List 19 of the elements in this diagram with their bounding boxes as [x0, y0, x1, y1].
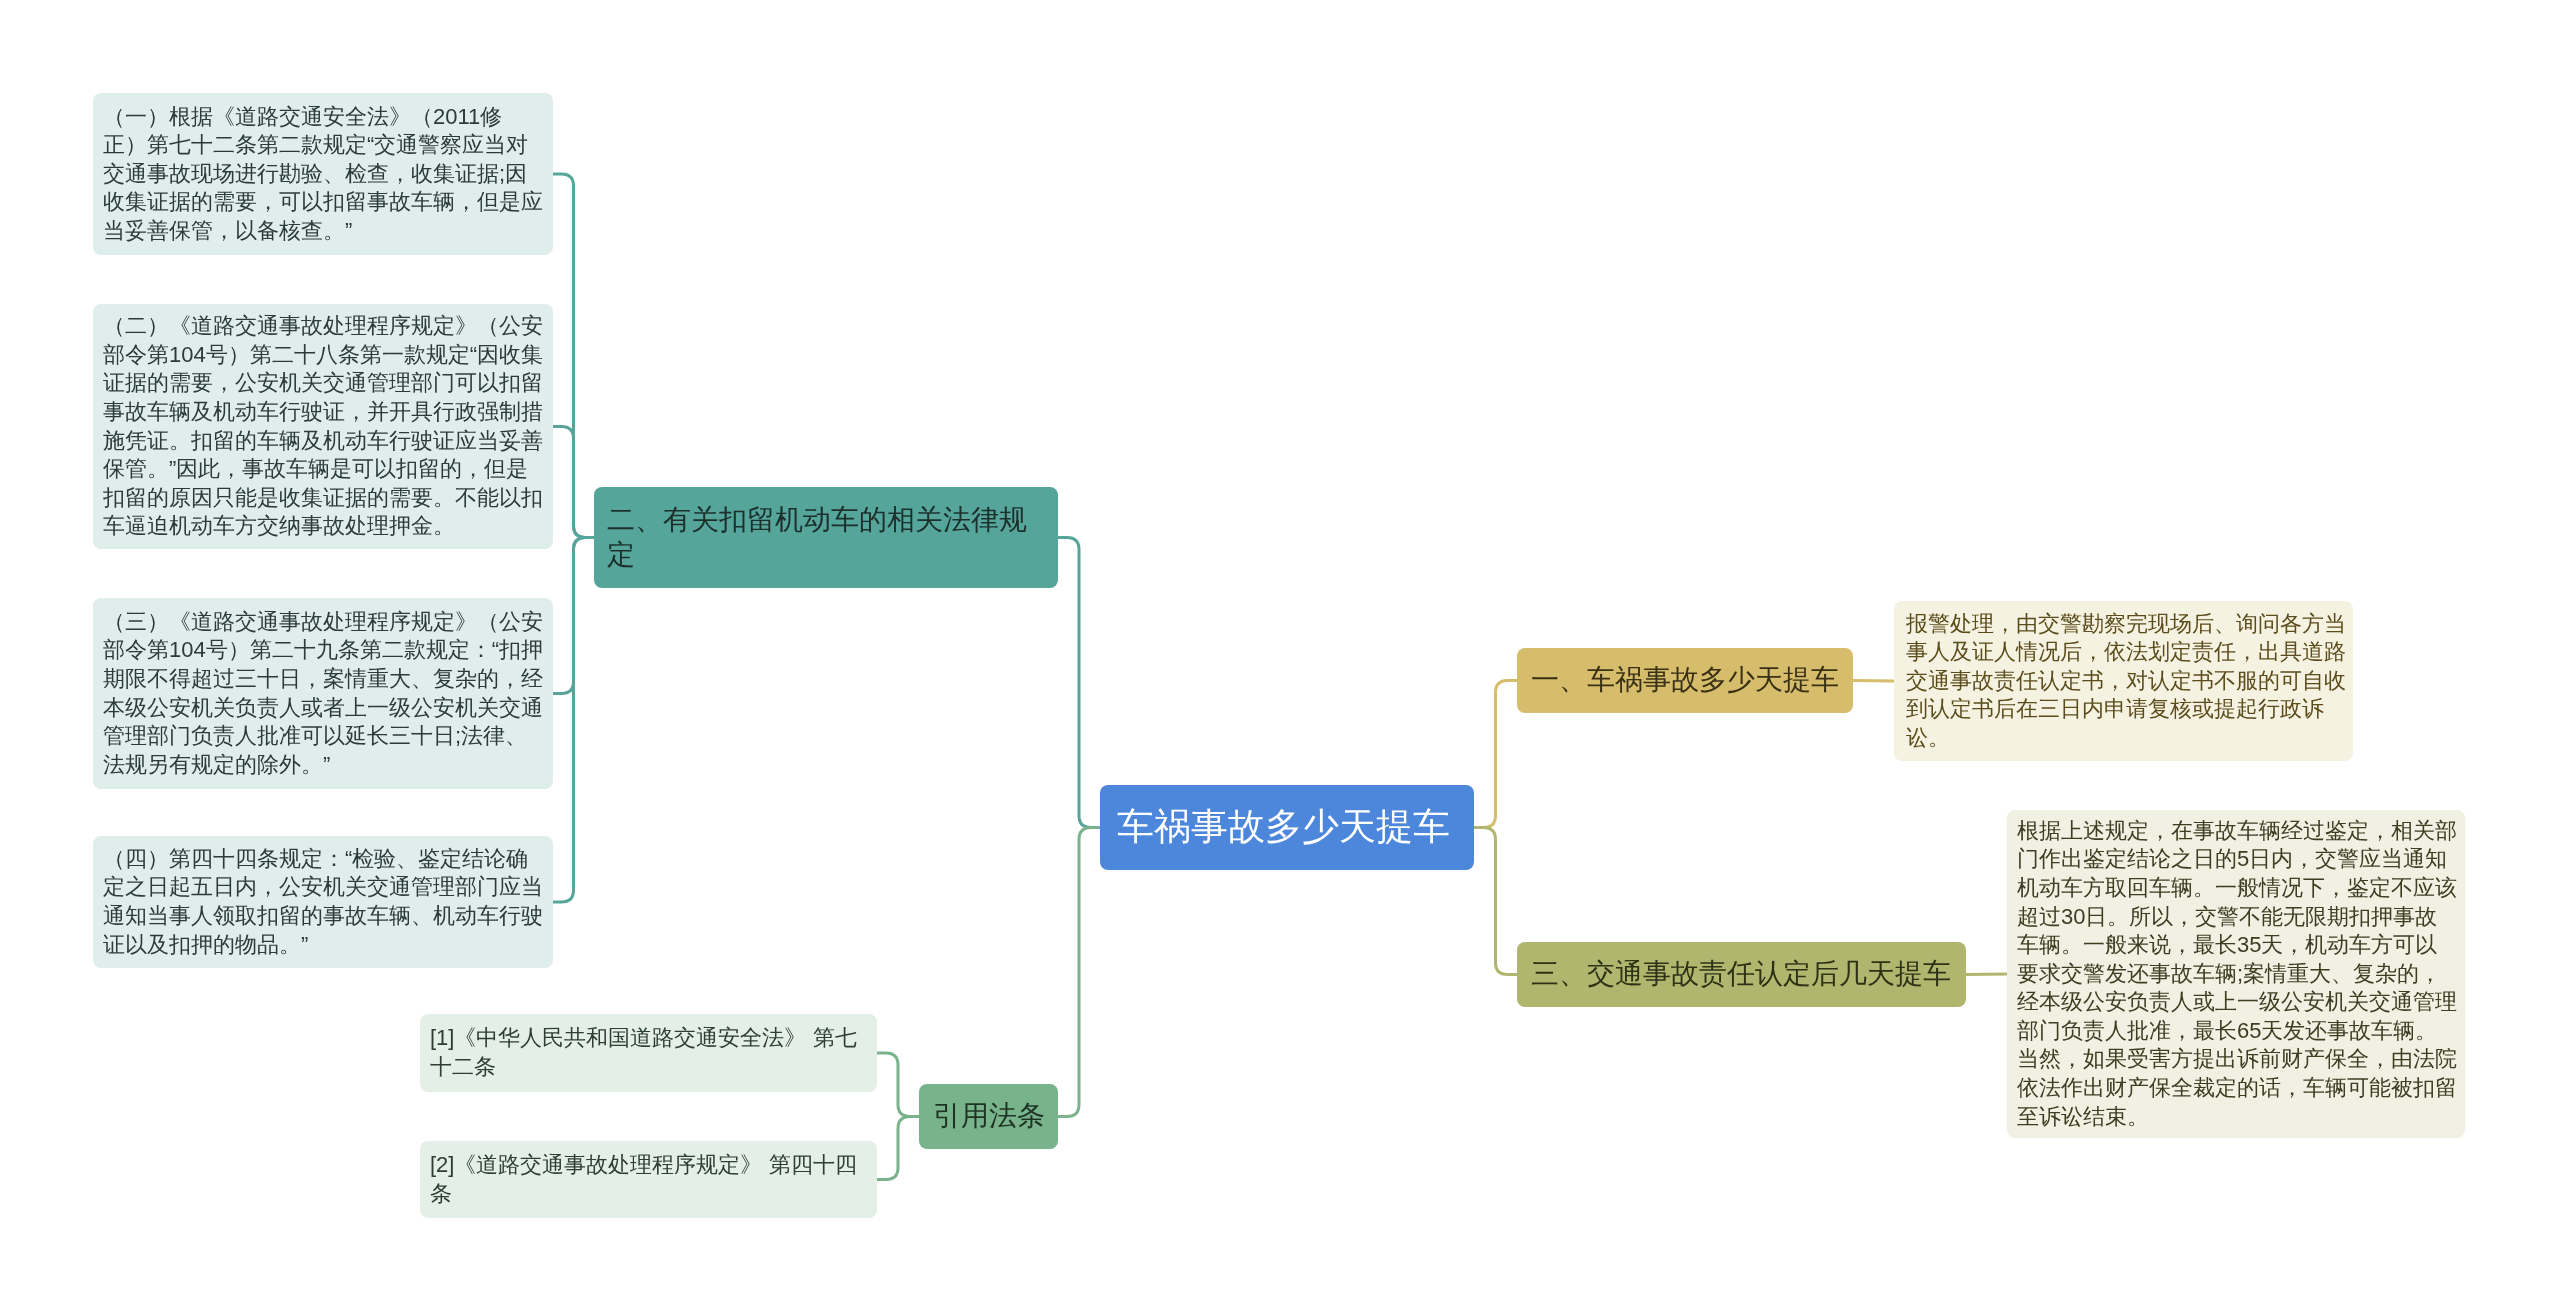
- note-box: 报警处理，由交警勘察完现场后、询问各方当事人及证人情况后，依法划定责任，出具道路交通事故责任认定书，对认定书不服的可自收到认定书后在三日内申请复核或提起行政诉讼。: [1894, 601, 2353, 761]
- branch-box: 引用法条: [919, 1084, 1058, 1149]
- branch-box: 一、车祸事故多少天提车: [1517, 648, 1853, 713]
- branch-box: 二、有关扣留机动车的相关法律规定: [594, 487, 1058, 588]
- connector-line: [553, 536, 594, 904]
- connector-line: [1474, 826, 1517, 976]
- connector-line: [1852, 679, 1895, 683]
- note-box: （三）《道路交通事故处理程序规定》（公安部令第104号）第二十九条第二款规定：“扣押期限不得超过三十日，案情重大、复杂的，经本级公安机关负责人或者上一级公安机关交通管理部门负责人批准可以延长三十日;法律、法规另有规定的除外。”: [93, 598, 553, 789]
- topic-box: 车祸事故多少天提车: [1100, 785, 1474, 870]
- note-box: [1]《中华人民共和国道路交通安全法》 第七十二条: [420, 1014, 877, 1092]
- connector-line: [1965, 972, 2008, 976]
- note-box: （一）根据《道路交通安全法》（2011修正）第七十二条第二款规定“交通警察应当对交通事故现场进行勘验、检查，收集证据;因收集证据的需要，可以扣留事故车辆，但是应当妥善保管，以备核查。”: [93, 93, 553, 255]
- connector-line: [877, 1115, 919, 1181]
- branch-box: 三、交通事故责任认定后几天提车: [1517, 942, 1966, 1007]
- connector-line: [1058, 826, 1100, 1118]
- note-box: 根据上述规定，在事故车辆经过鉴定，相关部门作出鉴定结论之日的5日内，交警应当通知机动车方取回车辆。一般情况下，鉴定不应该超过30日。所以，交警不能无限期扣押事故车辆。一般来说，最长35天，机动车方可以要求交警发还事故车辆;案情重大、复杂的，经本级公安负责人或上一级公安机关交通管理部门负责人批准，最长65天发还事故车辆。当然，如果受害方提出诉前财产保全，由法院依法作出财产保全裁定的话，车辆可能被扣留至诉讼结束。: [2007, 810, 2465, 1138]
- note-box: （二）《道路交通事故处理程序规定》（公安部令第104号）第二十八条第一款规定“因收集证据的需要，公安机关交通管理部门可以扣留事故车辆及机动车行驶证，并开具行政强制措施凭证。扣留的车辆及机动车行驶证应当妥善保管。”因此，事故车辆是可以扣留的，但是扣留的原因只能是收集证据的需要。不能以扣车逼迫机动车方交纳事故处理押金。: [93, 304, 553, 549]
- note-box: [2]《道路交通事故处理程序规定》 第四十四条: [420, 1141, 877, 1218]
- note-box: （四）第四十四条规定：“检验、鉴定结论确定之日起五日内，公安机关交通管理部门应当通知当事人领取扣留的事故车辆、机动车行驶证以及扣押的物品。”: [93, 836, 553, 968]
